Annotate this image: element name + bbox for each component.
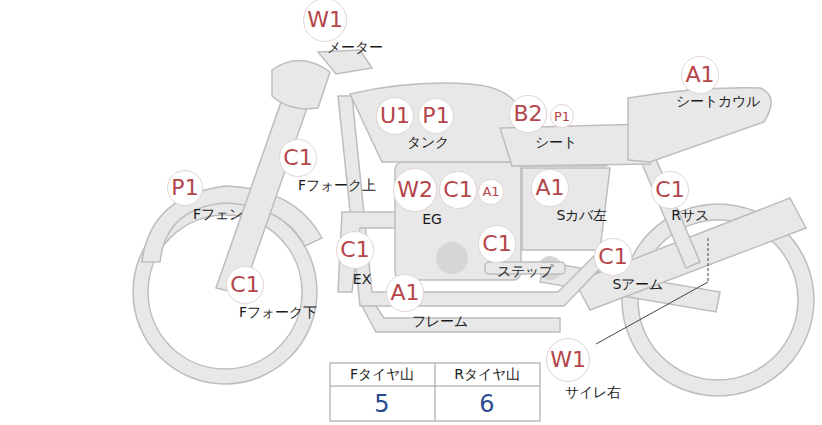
callout-code: W1 <box>307 9 343 31</box>
callout-code: P1 <box>554 110 570 123</box>
callout-code: C1 <box>230 274 259 296</box>
damage-code-circle: W1 <box>303 0 347 42</box>
damage-code-circle: C1 <box>439 171 476 208</box>
part-name: Fフォーク下 <box>239 305 317 320</box>
part-name: シートカウル <box>676 94 760 109</box>
part-name: Fフェン <box>193 207 243 222</box>
part-name: タンク <box>407 135 449 150</box>
callout-code: A1 <box>482 185 499 198</box>
callout-code: U1 <box>380 105 410 127</box>
damage-code-circle: B2 <box>509 95 546 132</box>
callout-code: A1 <box>535 177 564 199</box>
part-name: EG <box>422 212 442 227</box>
table-cell: Rタイヤ山 <box>454 367 520 382</box>
callout-code: P1 <box>422 105 449 127</box>
damage-code-circle: U1 <box>376 97 414 135</box>
damage-code-circle: C1 <box>651 171 688 208</box>
callout-code: C1 <box>655 179 684 201</box>
table-cell: 5 <box>374 391 389 417</box>
callout-code: A1 <box>685 64 714 86</box>
damage-code-circle: P1 <box>167 170 203 206</box>
part-name: EX <box>353 272 371 287</box>
damage-code-circle: A1 <box>681 56 718 93</box>
callout-code: C1 <box>443 179 472 201</box>
damage-code-circle: W2 <box>393 168 437 212</box>
part-name: シート <box>535 135 577 150</box>
damage-code-circle: P1 <box>550 104 574 128</box>
damage-code-circle: A1 <box>531 169 568 206</box>
part-name: サイレ右 <box>565 385 621 400</box>
damage-code-circle: A1 <box>386 274 423 311</box>
part-name: Sカバ左 <box>557 208 608 223</box>
damage-code-circle: W1 <box>546 338 590 382</box>
damage-code-circle: A1 <box>478 179 503 204</box>
part-name: メーター <box>327 40 383 55</box>
damage-code-circle: C1 <box>594 238 631 275</box>
callout-code: W2 <box>397 179 433 201</box>
damage-code-circle: C1 <box>336 231 373 268</box>
damage-code-circle: P1 <box>418 98 454 134</box>
callout-code: W1 <box>550 349 586 371</box>
part-name: Fフォーク上 <box>298 178 376 193</box>
damage-code-circle: C1 <box>279 139 316 176</box>
callout-code: C1 <box>598 246 627 268</box>
callout-code: A1 <box>390 282 419 304</box>
callout-code: B2 <box>513 103 542 125</box>
callout-code: C1 <box>283 147 312 169</box>
callout-code: P1 <box>171 177 198 199</box>
table-cell: Fタイヤ山 <box>350 367 414 382</box>
callout-code: C1 <box>340 239 369 261</box>
table-cell: 6 <box>479 391 494 417</box>
callout-code: C1 <box>482 233 511 255</box>
part-name: ステップ <box>497 264 553 279</box>
part-name: Rサス <box>671 208 709 223</box>
part-name: フレーム <box>412 314 468 329</box>
damage-code-circle: C1 <box>478 225 515 262</box>
part-name: Sアーム <box>613 277 664 292</box>
damage-code-circle: C1 <box>226 266 263 303</box>
